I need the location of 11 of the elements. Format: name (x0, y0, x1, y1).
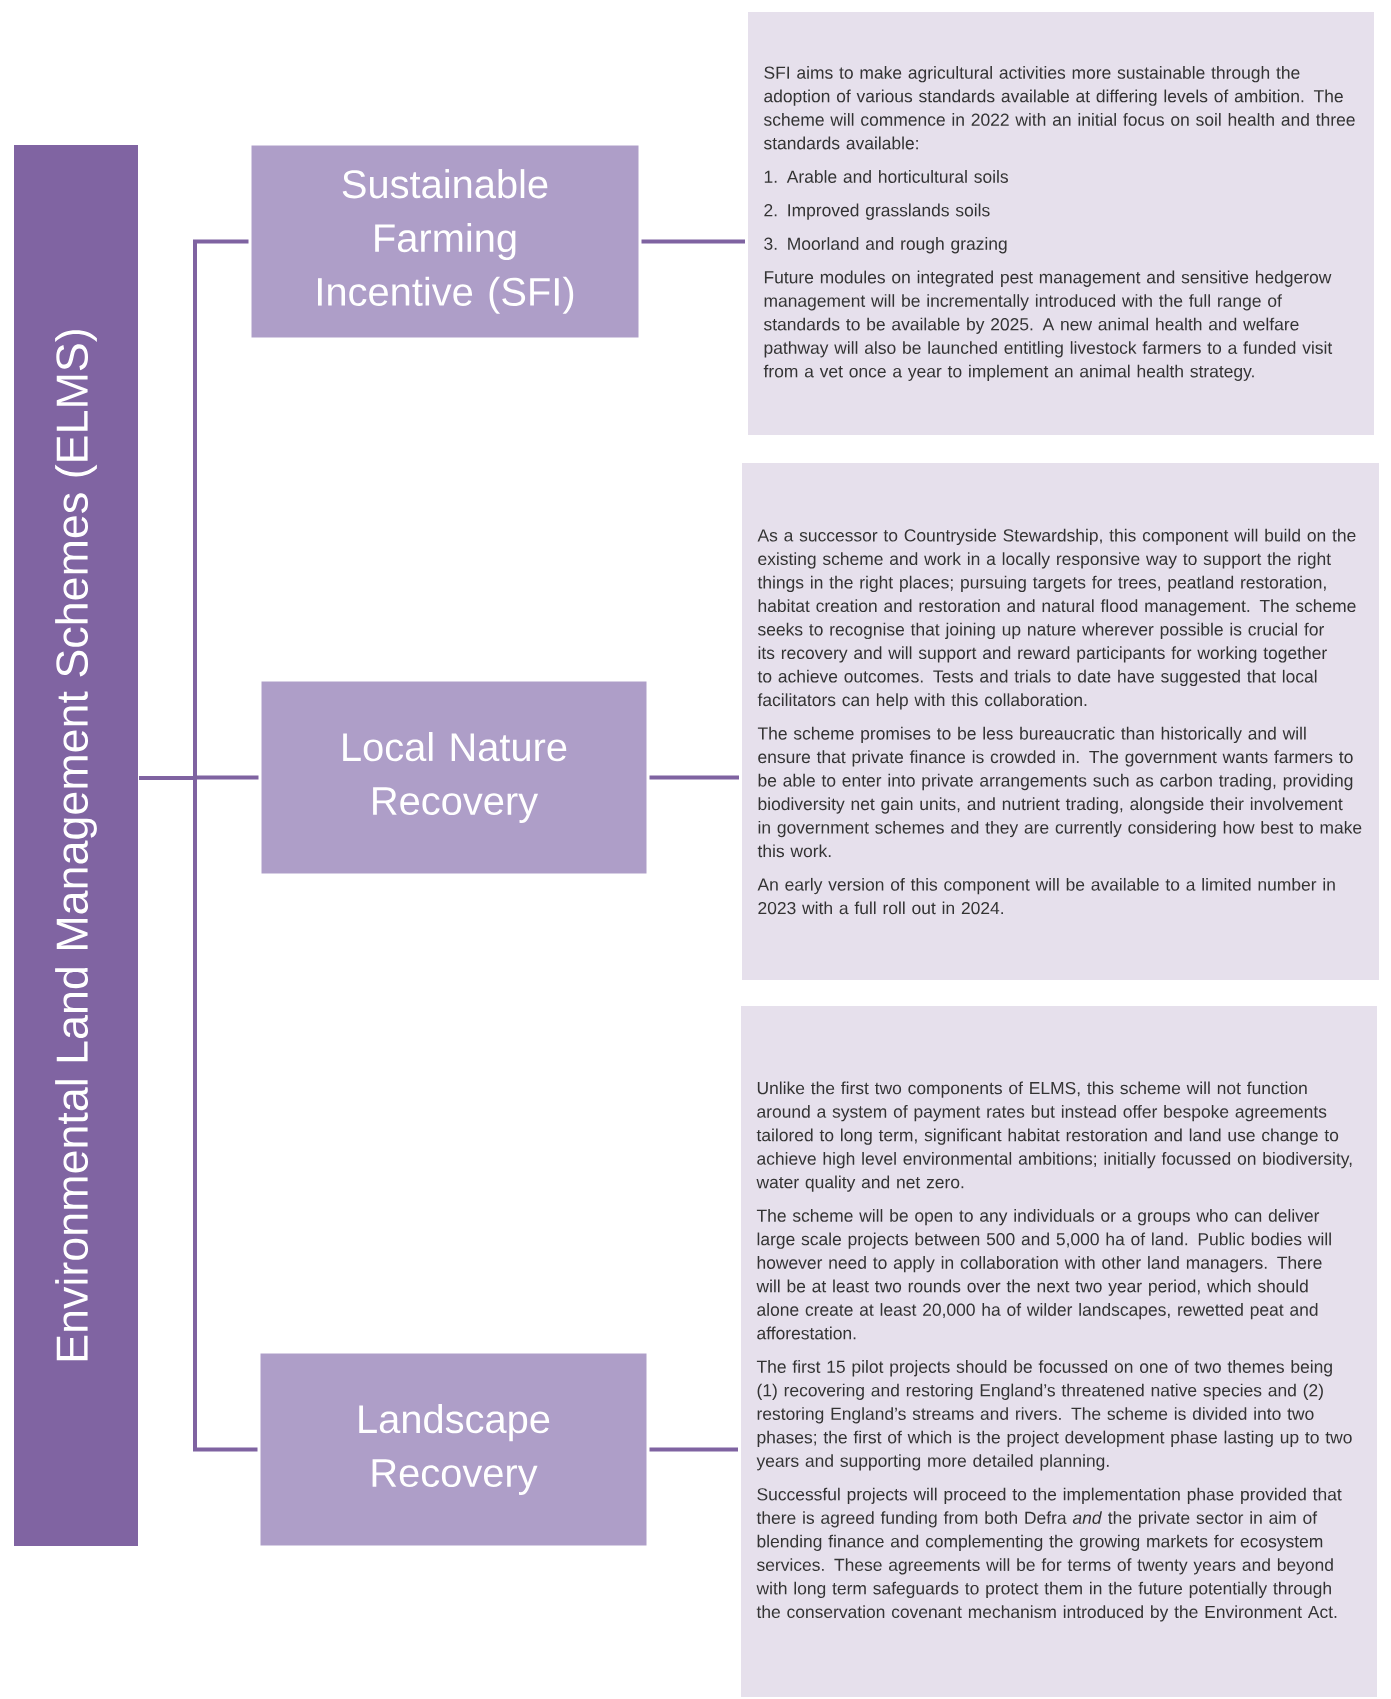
description-box: As a successor to Countryside Stewardship, this component will build on the existing scheme and work in a locally responsive way to support the right things in the right places; pursuing targets for trees, peatland restoration, habitat creation and restoration and natural flood management. The scheme seeks to recognise that joining up nature wherever possible is crucial for its recovery and will support and reward participants for working together to achieve outcomes. Tests and trials to date have suggested that local facilitators can help with this collaboration. The scheme promises to be less bureaucratic than historically and will ensure that private finance is crowded in. The government wants farmers to be able to enter into private arrangements such as carbon trading, providing biodiversity net gain units, and nutrient trading, alongside their involvement in government schemes and they are currently considering how best to make this work. An early version of this component will be available to a limited number in 2023 with a full roll out in 2024. (739, 460, 1382, 983)
component-box: Landscape Recovery (257, 1350, 650, 1549)
connector-line (649, 775, 739, 780)
connector-line (649, 1447, 738, 1452)
connector-line (139, 776, 258, 1452)
title-bar: Environmental Land Management Schemes (ELMS) (12, 143, 140, 1548)
component-box: Local Nature Recovery (258, 678, 650, 877)
component-box: Sustainable Farming Incentive (SFI) (248, 142, 642, 341)
description-box: SFI aims to make agricultural activities more sustainable through the adoption of various standards available at differing levels of ambition. The scheme will commence in 2022 with an initial focus on soil health and three standards available: 1. Arable and horticultural soils 2. Improved grasslands soils 3. Moorland and rough grazing Future modules on integrated pest management and sensitive hedgerow management will be incrementally introduced with the full range of standards to be available by 2025. A new animal health and welfare pathway will also be launched entitling livestock farmers to a funded visit from a vet once a year to implement an animal health strategy. (745, 9, 1377, 438)
connector-line (641, 239, 745, 244)
description-box: Unlike the first two components of ELMS, this scheme will not function around a system of payment rates but instead offer bespoke agreements tailored to long term, significant habitat restoration and land use change to achieve high level environmental ambitions; initially focussed on biodiversity, water quality and net zero. The scheme will be open to any individuals or a groups who can deliver large scale projects between 500 and 5,000 ha of land. Public bodies will however need to apply in collaboration with other land managers. There will be at least two rounds over the next two year period, which should alone create at least 20,000 ha of wilder landscapes, rewetted peat and afforestation. The first 15 pilot projects should be focussed on one of two themes being (1) recovering and restoring England’s threatened native species and (2) restoring England’s streams and rivers. The scheme is divided into two phases; the first of which is the project development phase lasting up to two years and supporting more detailed planning. Successful projects will proceed to the implementation phase provided that there is agreed funding from both Defra and the private sector in aim of blending finance and complementing the growing markets for ecosystem services. These agreements will be for terms of twenty years and beyond with long term safeguards to protect them in the future potentially through the conservation covenant mechanism introduced by the Environment Act. (738, 1003, 1380, 1699)
